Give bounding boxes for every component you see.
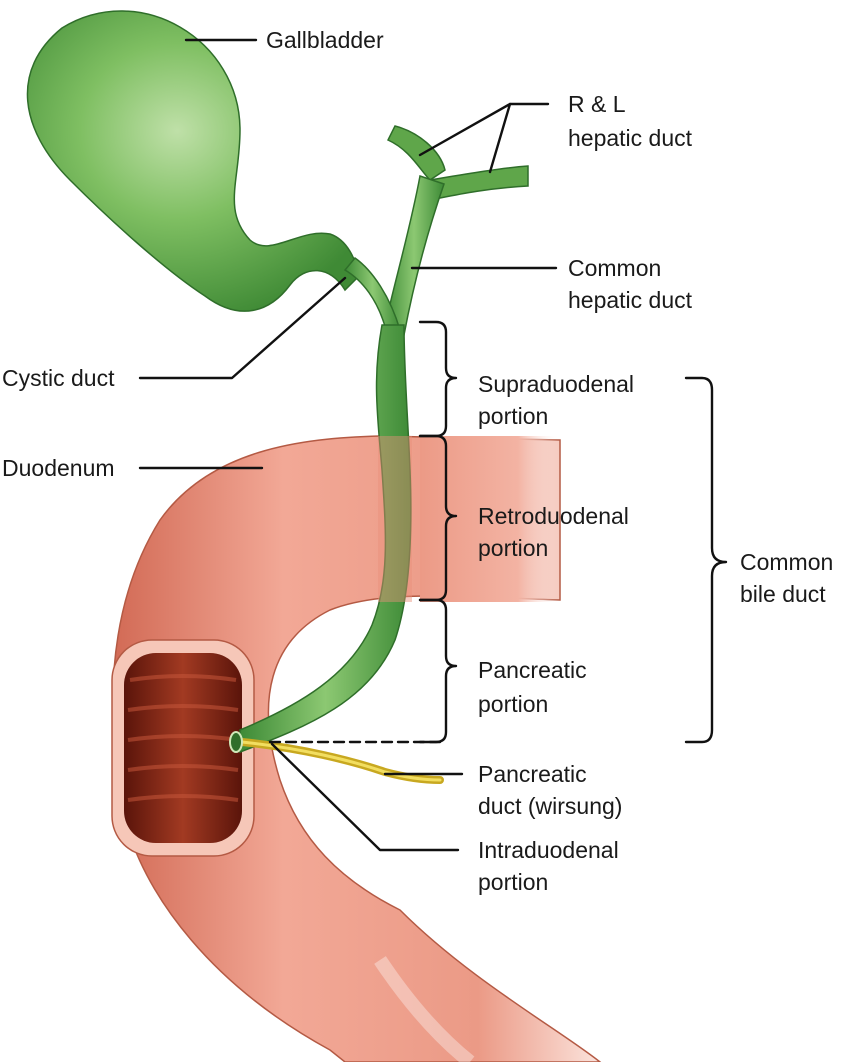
ampulla-opening	[229, 731, 243, 753]
supraduodenal-label-line2: portion	[478, 403, 548, 429]
common-hepatic-label-line1: Common	[568, 255, 661, 281]
pancreatic-portion-label-line1: Pancreatic	[478, 657, 587, 683]
pancreatic-duct-label-line2: duct (wirsung)	[478, 793, 622, 819]
gallbladder-label: Gallbladder	[266, 27, 384, 53]
intraduodenal-label-line1: Intraduodenal	[478, 837, 619, 863]
duodenum-label: Duodenum	[2, 455, 115, 481]
duodenal-lumen	[111, 639, 255, 857]
hepatic-ducts	[343, 125, 529, 336]
supraduodenal-brace	[418, 320, 458, 438]
pancreatic-duct-label-line1: Pancreatic	[478, 761, 587, 787]
retroduodenal-label-line2: portion	[478, 535, 548, 561]
cystic-duct-leader	[138, 276, 347, 380]
pancreatic-portion-label-line2: portion	[478, 691, 548, 717]
retroduodenal-brace	[418, 434, 458, 602]
pancreatic-portion-brace	[418, 598, 458, 744]
rl-hepatic-label-line2: hepatic duct	[568, 125, 693, 151]
cystic-duct-label: Cystic duct	[2, 365, 115, 391]
common-hepatic-label-line2: hepatic duct	[568, 287, 693, 313]
common-bile-duct-brace	[684, 376, 728, 744]
retroduodenal-overlay	[378, 436, 412, 602]
retroduodenal-label-line1: Retroduodenal	[478, 503, 629, 529]
right-hepatic-leader	[488, 102, 512, 174]
common-bile-duct	[239, 324, 412, 754]
gallbladder-shape	[26, 10, 361, 312]
supraduodenal-label-line1: Supraduodenal	[478, 371, 634, 397]
left-hepatic-leader	[418, 102, 550, 157]
common-bile-duct-label-line1: Common	[740, 549, 833, 575]
intraduodenal-label-line2: portion	[478, 869, 548, 895]
duodenum-shape	[111, 435, 602, 1062]
intraduodenal-leader	[270, 742, 460, 852]
rl-hepatic-label-line1: R & L	[568, 91, 626, 117]
common-bile-duct-label-line2: bile duct	[740, 581, 826, 607]
